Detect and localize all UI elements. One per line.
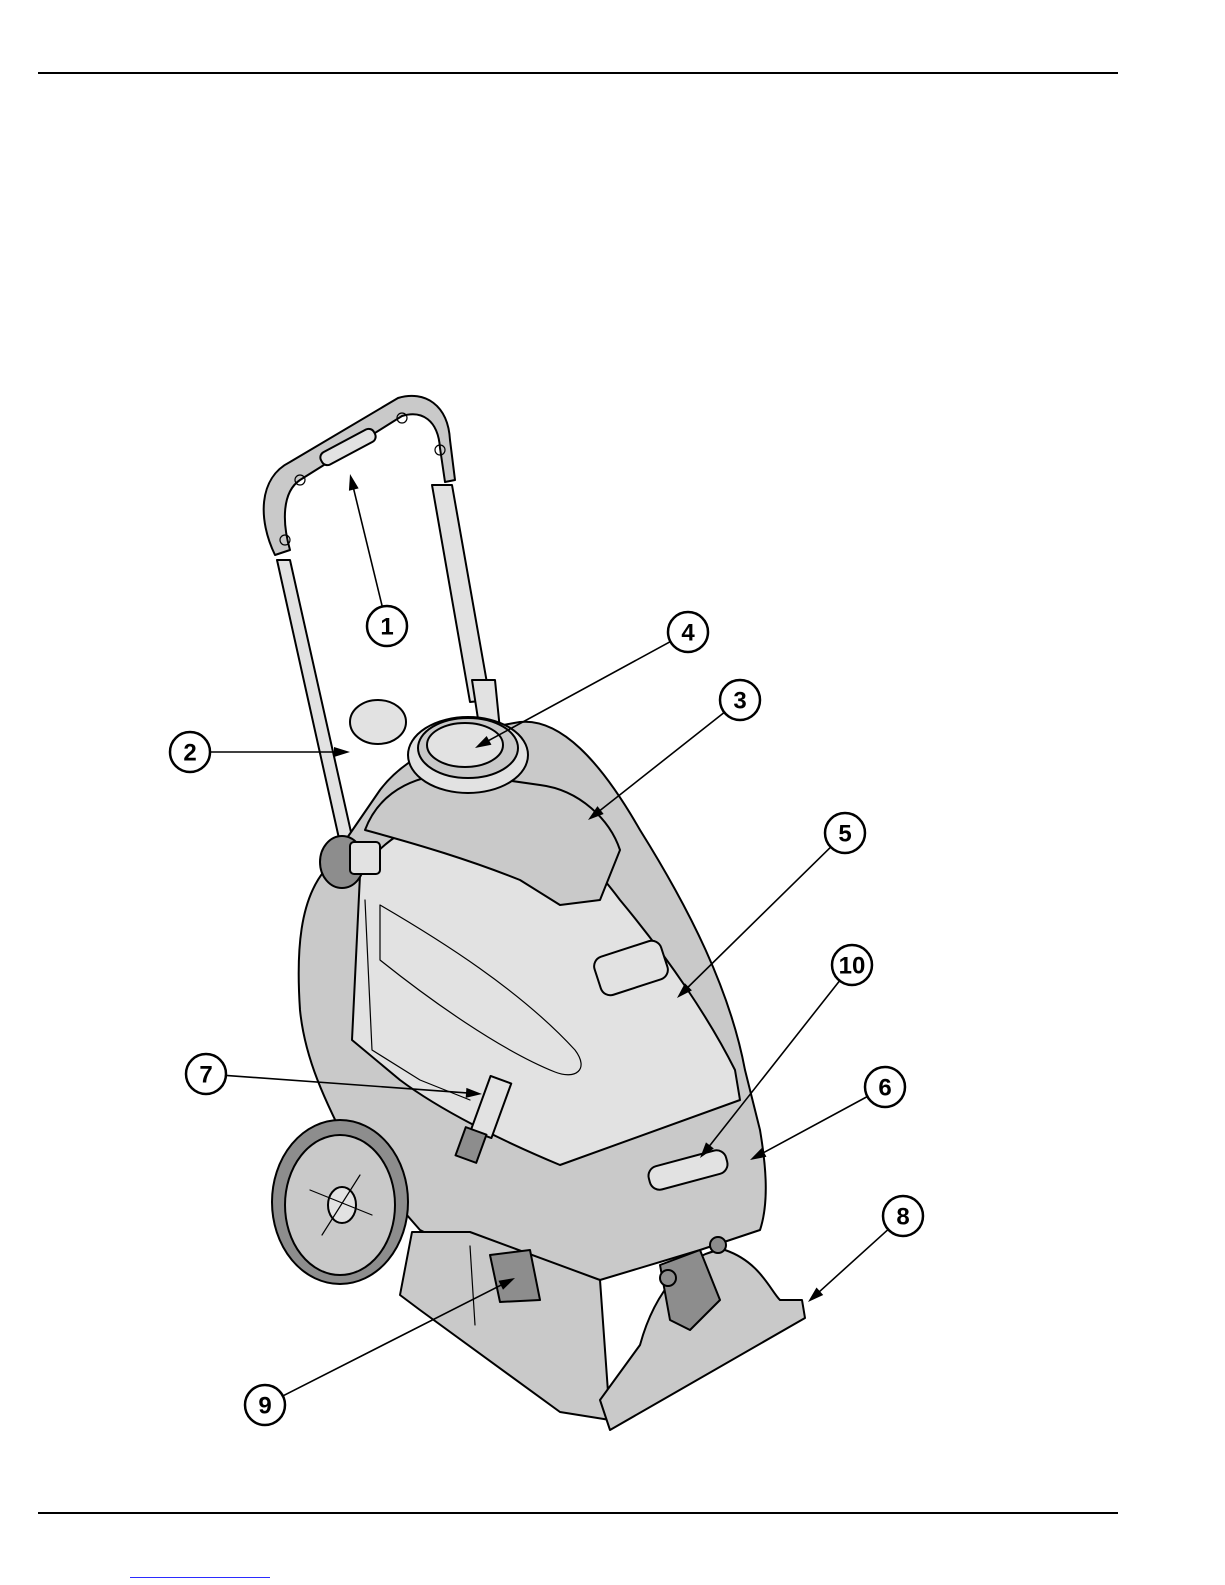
callout-number: 4 bbox=[681, 620, 695, 647]
leader-line bbox=[596, 712, 724, 813]
arrowhead bbox=[349, 474, 359, 491]
callout-8: 8 bbox=[808, 1196, 923, 1302]
callout-number: 3 bbox=[733, 688, 746, 715]
callout-number: 1 bbox=[380, 614, 393, 641]
leader-line bbox=[759, 1097, 868, 1156]
arrowhead bbox=[334, 747, 350, 757]
leader-line bbox=[684, 847, 831, 991]
carpet-extractor-drawing bbox=[264, 396, 805, 1430]
leader-line bbox=[484, 642, 671, 744]
wheel bbox=[272, 1120, 408, 1284]
callout-number: 5 bbox=[838, 821, 851, 848]
callout-number: 8 bbox=[896, 1204, 909, 1231]
callout-number: 6 bbox=[878, 1075, 891, 1102]
callout-number: 10 bbox=[839, 953, 866, 980]
callout-number: 2 bbox=[183, 740, 196, 767]
callout-number: 9 bbox=[258, 1393, 271, 1420]
callout-number: 7 bbox=[199, 1062, 212, 1089]
leader-line bbox=[815, 1229, 888, 1295]
callout-1: 1 bbox=[349, 474, 407, 646]
leader-line bbox=[352, 484, 382, 607]
callout-3: 3 bbox=[588, 680, 760, 820]
callout-6: 6 bbox=[750, 1067, 905, 1160]
